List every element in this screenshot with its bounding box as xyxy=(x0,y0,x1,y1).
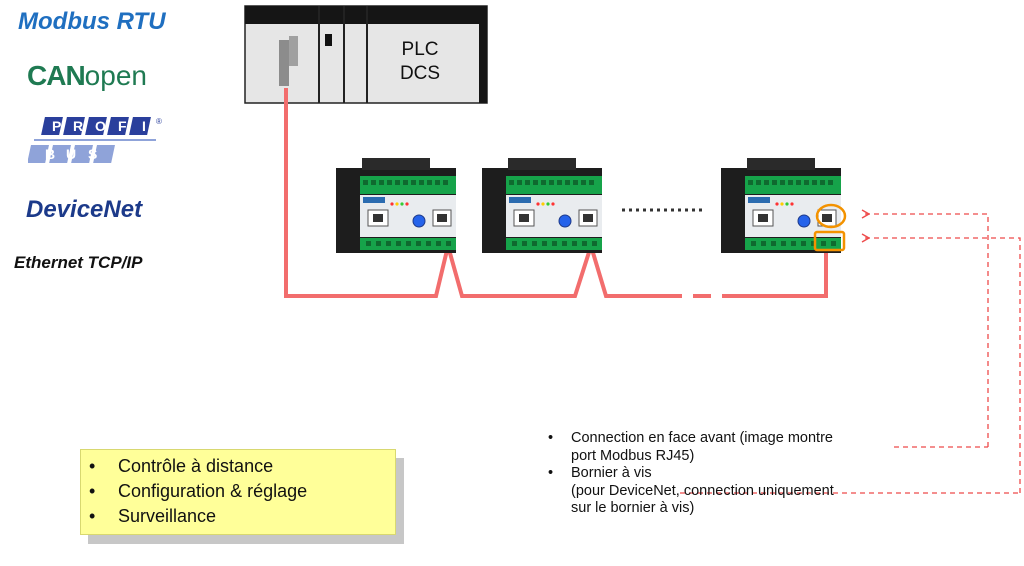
note-line: Bornier à vis xyxy=(571,465,652,481)
plc-label-line2: DCS xyxy=(399,63,441,84)
bus-line-end xyxy=(722,252,828,298)
profibus-s: S xyxy=(88,146,97,162)
canopen-logo: CANopen xyxy=(27,60,147,100)
feature-item: Contrôle à distance xyxy=(89,454,395,479)
connection-notes: Connection en face avant (image montre p… xyxy=(548,430,908,518)
feature-item: Configuration & réglage xyxy=(89,479,395,504)
profibus-b: B xyxy=(45,146,55,162)
profibus-i: I xyxy=(142,118,146,134)
profibus-bottom-row xyxy=(28,145,115,163)
note-front-connection: Connection en face avant (image montre p… xyxy=(548,430,908,465)
note-line: (pour DeviceNet, connection uniquement xyxy=(571,482,834,499)
profibus-f: F xyxy=(118,118,127,134)
dashed-arrow-terminal xyxy=(862,238,1021,493)
canopen-logo-can: CAN xyxy=(27,60,86,91)
ethernet-tcpip-label: Ethernet TCP/IP xyxy=(14,253,143,272)
rj45-port-highlight xyxy=(815,203,847,229)
profibus-r: R xyxy=(73,118,83,134)
profibus-u: U xyxy=(66,146,76,162)
modbus-bus-line xyxy=(284,88,682,298)
plc-label: PLC DCS xyxy=(370,38,470,86)
note-line: Connection en face avant (image montre xyxy=(571,430,833,446)
profibus-top-row xyxy=(41,117,151,135)
note-line: sur le bornier à vis) xyxy=(571,500,695,516)
motor-controller-1 xyxy=(335,157,457,254)
profibus-logo: P R O F I B U S ® xyxy=(28,117,162,163)
profibus-registered-mark: ® xyxy=(156,117,162,126)
profibus-p: P xyxy=(52,118,61,134)
feature-item: Surveillance xyxy=(89,504,395,529)
canopen-logo-open: open xyxy=(84,60,147,91)
note-line: port Modbus RJ45) xyxy=(571,447,695,464)
note-screw-terminal: Bornier à vis (pour DeviceNet, connectio… xyxy=(548,465,908,518)
plc-rack xyxy=(244,5,488,104)
screw-terminal-highlight xyxy=(813,230,846,252)
modbus-rtu-label: Modbus RTU xyxy=(18,8,166,35)
feature-list: Contrôle à distance Configuration & régl… xyxy=(81,450,395,529)
motor-controller-n xyxy=(720,157,842,254)
profibus-o: O xyxy=(95,118,106,134)
feature-box: Contrôle à distance Configuration & régl… xyxy=(80,449,396,535)
plc-label-line1: PLC xyxy=(401,39,439,60)
dashed-arrow-rj45 xyxy=(862,214,989,447)
motor-controller-2 xyxy=(481,157,603,254)
devicenet-label: DeviceNet xyxy=(26,196,143,223)
